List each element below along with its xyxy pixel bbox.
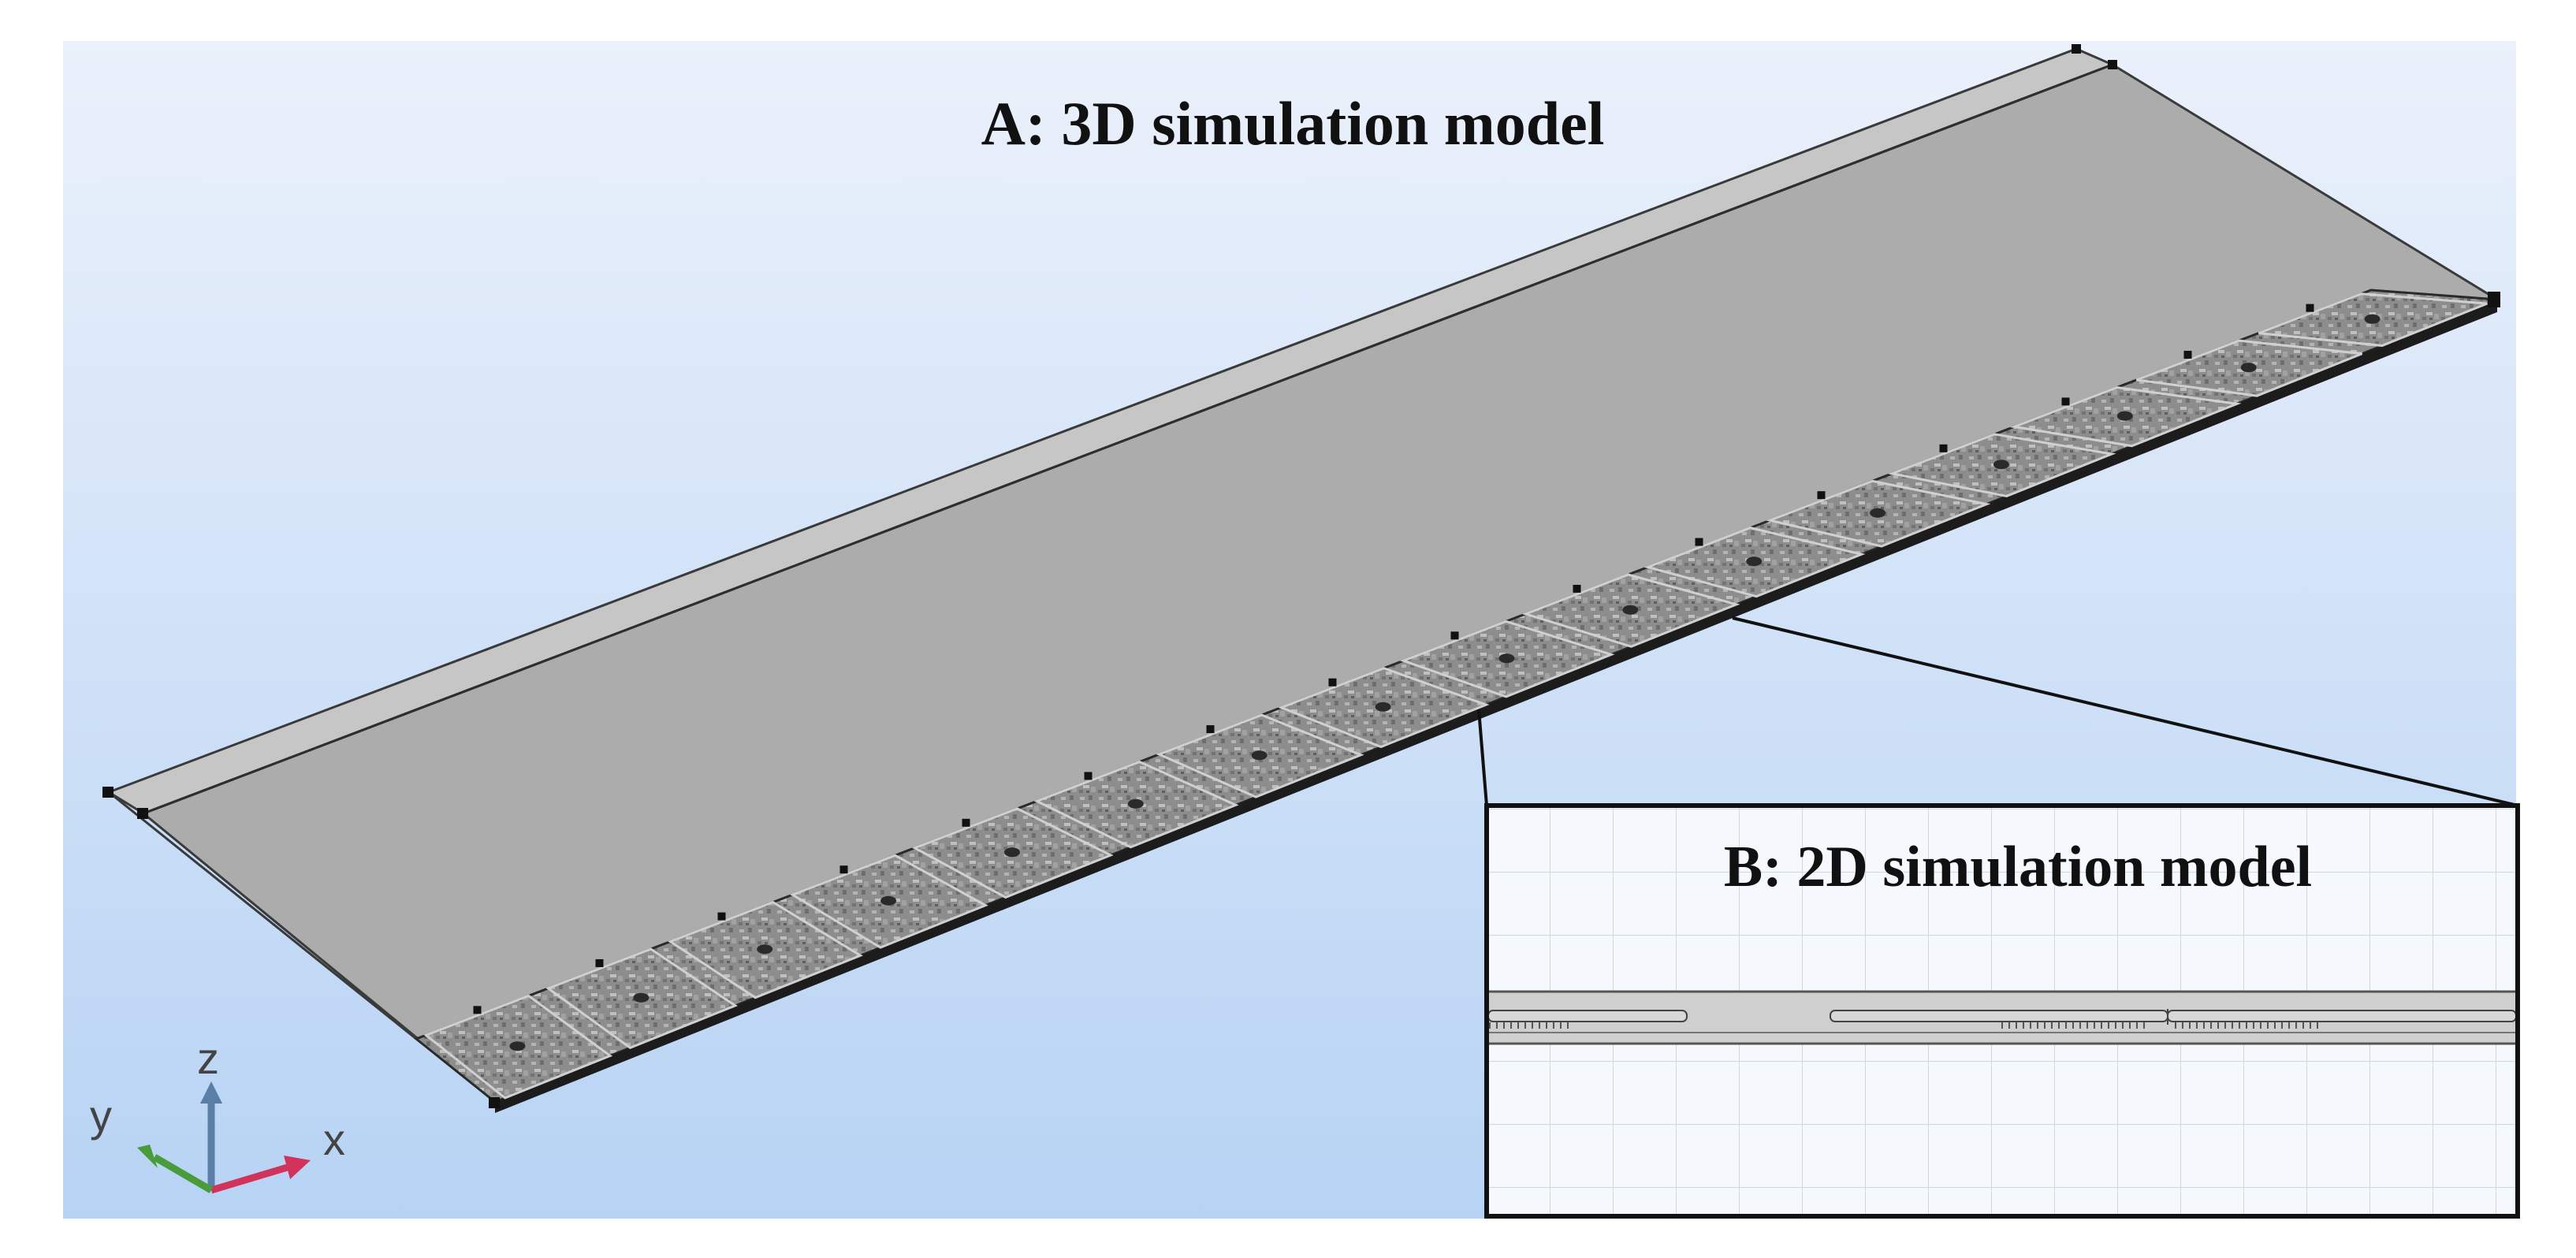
triad-z-label: z [197,1033,219,1083]
electrode-center [509,1041,526,1051]
electrode-marker [1817,491,1826,500]
triad-y-label: y [90,1091,112,1141]
plate-left-edge [108,791,417,1040]
electrode-center [1375,702,1391,712]
electrode-center [1251,750,1268,761]
electrode-marker [1450,631,1459,640]
coordinate-triad-icon: z x y [90,1033,345,1194]
electrode-marker [595,958,604,967]
model-3d-title: A: 3D simulation model [981,89,1605,158]
electrode-marker [2061,397,2070,406]
electrode-marker [1695,538,1703,546]
electrode-center [757,944,773,955]
electrode-marker [839,865,848,874]
electrode-marker [1573,584,1581,593]
electrode-center [1870,508,1886,518]
electrode-marker [1206,725,1215,734]
electrode-center [880,895,897,906]
inset-electrode-left [1487,1010,1688,1022]
electrode-marker [717,912,726,921]
electrode-center [2364,314,2381,324]
electrode-marker [473,1006,482,1014]
plate-ridge-line [143,63,2113,815]
electrode-center [1003,847,1020,858]
electrode-center [1746,556,1763,567]
triad-x-label: x [323,1115,345,1164]
model-2d-inset [1484,803,2520,1219]
inset-electrode-mid [1830,1010,2168,1022]
inset-mesh-ticks [1489,1022,2318,1029]
electrode-center [2240,363,2257,373]
electrode-marker [1328,678,1337,687]
model-3d [102,44,2500,1113]
electrode-marker [2306,303,2314,312]
inset-frame [1484,803,2520,1219]
plate-front-edge [495,300,2497,1113]
electrode-marker [1939,444,1948,452]
electrode-center [633,992,650,1003]
electrode-array [423,292,2488,1100]
electrode-center [1622,605,1639,615]
electrode-center [1993,460,2009,470]
inset-electrode-right [2167,1010,2517,1022]
zoom-leader-left [1477,709,1488,806]
electrode-center [1498,653,1515,664]
electrode-center [1127,798,1144,809]
model-2d-title: B: 2D simulation model [1724,835,2312,899]
electrode-marker [962,818,970,827]
zoom-leader-right [1732,616,2518,807]
electrode-marker [2183,351,2192,359]
electrode-marker [1084,772,1093,780]
electrode-center [2116,411,2133,421]
corner-markers [102,44,2500,1108]
